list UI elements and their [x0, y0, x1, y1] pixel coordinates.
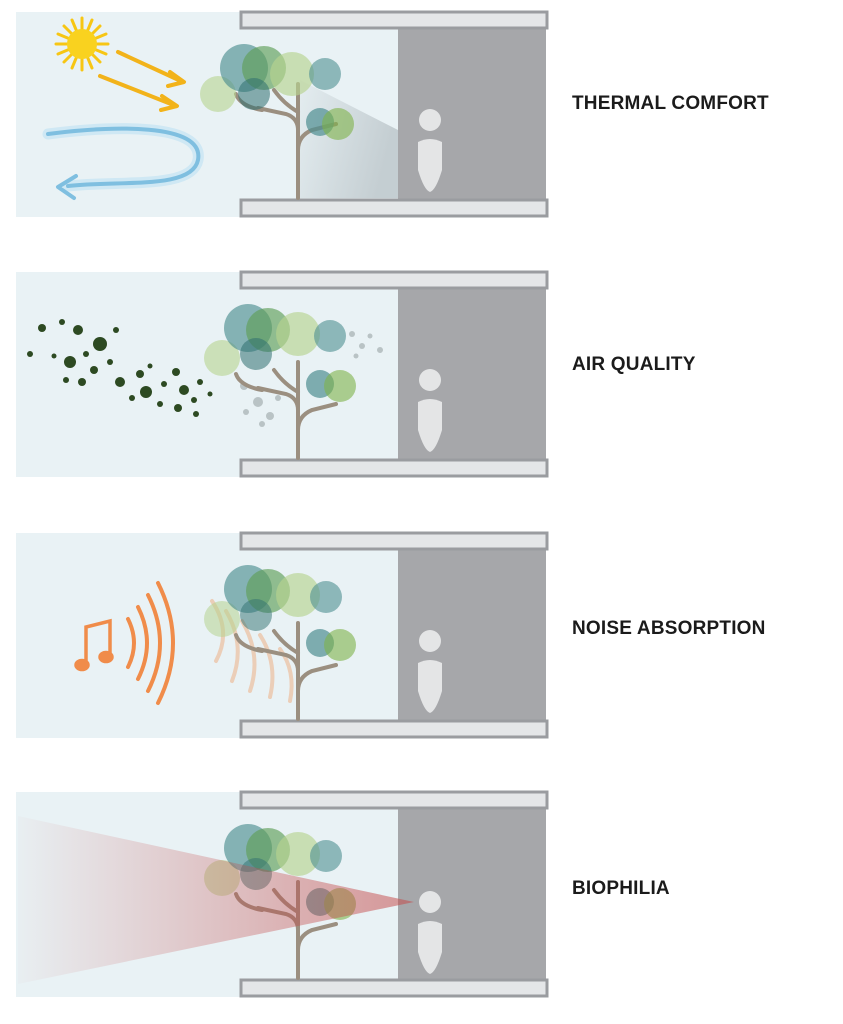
person-icon [418, 891, 442, 974]
tree [200, 44, 354, 200]
person-icon [418, 630, 442, 713]
label-noise-absorption: NOISE ABSORPTION [572, 618, 766, 639]
panel-biophilia: BIOPHILIA [0, 790, 843, 1000]
view-cone [18, 816, 414, 984]
thermal-comfort-diagram [16, 10, 549, 218]
sound-waves-icon [126, 581, 175, 705]
floor-slab [239, 198, 549, 218]
ceiling-slab [239, 531, 549, 551]
panel-thermal-comfort: THERMAL COMFORT [0, 10, 843, 220]
airflow-arrow-icon [42, 123, 204, 200]
label-thermal-comfort: THERMAL COMFORT [572, 93, 769, 114]
air-quality-diagram [16, 270, 549, 478]
interior-wall [398, 24, 546, 206]
floor-slab [239, 458, 549, 478]
sun-ray-arrows [98, 50, 186, 112]
label-air-quality: AIR QUALITY [572, 354, 696, 375]
panel-air-quality: AIR QUALITY [0, 270, 843, 480]
tree [204, 304, 356, 460]
label-biophilia: BIOPHILIA [572, 878, 670, 899]
interior-wall [398, 284, 546, 466]
ceiling-slab [239, 270, 549, 290]
ceiling-slab [239, 790, 549, 810]
person-icon [418, 369, 442, 452]
person-icon [418, 109, 442, 192]
tree [204, 565, 356, 721]
pollution-particles-icon [27, 319, 213, 417]
panel-noise-absorption: NOISE ABSORPTION [0, 531, 843, 741]
biophilia-diagram [16, 790, 549, 998]
noise-absorption-diagram [16, 531, 549, 739]
sun-icon [54, 16, 110, 72]
music-note-icon [74, 618, 114, 672]
interior-wall [398, 545, 546, 727]
filtered-particles-icon [240, 331, 383, 427]
floor-slab [239, 719, 549, 739]
floor-slab [239, 978, 549, 998]
ceiling-slab [239, 10, 549, 30]
